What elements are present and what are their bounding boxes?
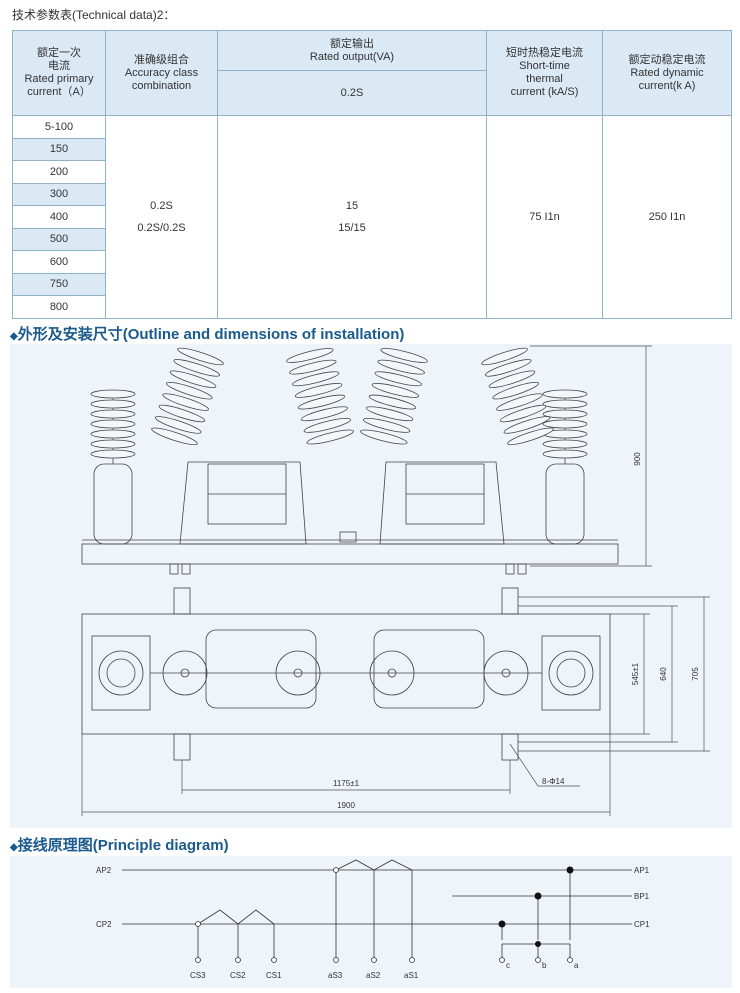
label-cp2: CP2 (96, 920, 112, 929)
label-c: c (506, 961, 510, 970)
base-plate (81, 543, 619, 565)
label-as1: aS1 (404, 971, 419, 980)
dim-545-label: 545±1 (631, 662, 640, 685)
plan-view (81, 587, 611, 761)
current-cell: 400 (12, 205, 106, 229)
label-cs1: CS1 (266, 971, 282, 980)
current-cell: 200 (12, 160, 106, 184)
current-cell: 5-100 (12, 115, 106, 139)
current-cell: 750 (12, 272, 106, 296)
dynamic-cell: 250 I1n (602, 115, 732, 319)
dim-705-label: 705 (691, 667, 700, 681)
principle-diagram-panel: AP2 CP2 AP1 BP1 CP1 CS3 CS2 CS1 aS3 aS2 … (10, 856, 732, 988)
label-cs2: CS2 (230, 971, 246, 980)
label-cs3: CS3 (190, 971, 206, 980)
wiring (122, 859, 632, 960)
dim-height-label: 900 (633, 452, 642, 466)
height-dimension (530, 345, 652, 567)
current-cell: 150 (12, 137, 106, 161)
outline-section-title: ◆外形及安装尺寸(Outline and dimensions of insta… (10, 326, 405, 343)
current-cell: 300 (12, 182, 106, 206)
thermal-cell: 75 I1n (486, 115, 603, 319)
insulator-sheds (90, 347, 588, 459)
current-cell: 600 (12, 250, 106, 274)
left-body (179, 461, 307, 545)
label-as2: aS2 (366, 971, 381, 980)
outline-drawing-panel: 900 545±1 64 (10, 344, 732, 828)
right-body (379, 461, 505, 545)
dim-640-label: 640 (659, 667, 668, 681)
current-cell: 800 (12, 295, 106, 319)
plan-dimensions (81, 596, 710, 816)
header-output-class: 0.2S (217, 70, 487, 116)
label-ap1: AP1 (634, 866, 650, 875)
label-as3: aS3 (328, 971, 343, 980)
outline-drawing: 900 545±1 64 (81, 345, 710, 816)
label-b: b (542, 961, 547, 970)
dim-1900-label: 1900 (337, 801, 355, 810)
junctions (498, 866, 574, 947)
table-caption: 技术参数表(Technical data)2： (12, 8, 176, 22)
label-bp1: BP1 (634, 892, 650, 901)
label-cp1: CP1 (634, 920, 650, 929)
current-cell: 500 (12, 227, 106, 251)
label-a: a (574, 961, 579, 970)
terminals (195, 867, 573, 963)
principle-diagram: AP2 CP2 AP1 BP1 CP1 CS3 CS2 CS1 aS3 aS2 … (96, 859, 650, 980)
dim-1175-label: 1175±1 (333, 779, 360, 788)
principle-section-title: ◆接线原理图(Principle diagram) (10, 837, 229, 854)
holes-label: 8-Φ14 (542, 777, 565, 786)
label-ap2: AP2 (96, 866, 112, 875)
